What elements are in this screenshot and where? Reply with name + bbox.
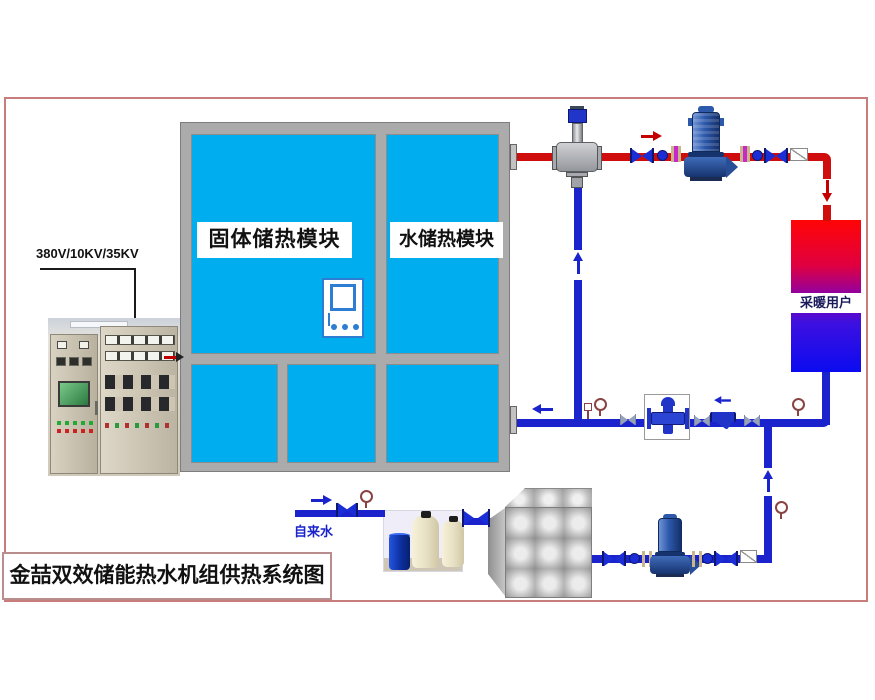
- indicator-row: [57, 429, 95, 433]
- meter-icon: [69, 357, 79, 366]
- butterfly-valve-icon: [462, 509, 490, 527]
- butterfly-valve-icon: [630, 148, 654, 163]
- module-controller: [322, 278, 364, 338]
- pump-motor: [658, 518, 682, 552]
- meter-row: [105, 335, 175, 345]
- cabinet-connection-line: [164, 356, 176, 359]
- module-panel-lower-right: [386, 364, 499, 463]
- flow-arrow-right-icon: [311, 495, 332, 506]
- meter-icon: [57, 341, 67, 349]
- butterfly-valve-icon: [764, 148, 788, 163]
- shutoff-valve-icon: [744, 415, 760, 426]
- flow-arrow-up-icon: [573, 252, 584, 274]
- heat-user-label: 采暖用户: [791, 293, 861, 313]
- softener-tank: [442, 520, 464, 567]
- indicator-row: [57, 421, 95, 425]
- module-panel-lower-left-1: [191, 364, 278, 463]
- indicator-row: [105, 423, 175, 428]
- soft-joint-icon: [752, 150, 763, 161]
- hot-supply-pipe-h: [517, 153, 823, 161]
- hmi-screen: [58, 381, 90, 407]
- power-supply-line-v: [134, 268, 136, 320]
- valve-actuator: [568, 109, 587, 123]
- controller-button: [331, 324, 337, 330]
- meter-icon: [82, 357, 92, 366]
- three-way-control-valve-icon: [552, 106, 602, 188]
- module-panel-lower-left-2: [287, 364, 376, 463]
- cabinet-handle: [95, 401, 98, 415]
- controller-button: [342, 324, 348, 330]
- flow-arrow-down-icon: [822, 180, 833, 202]
- relief-valve-icon: [644, 394, 690, 440]
- water-softener: [383, 510, 464, 572]
- softener-tank: [412, 515, 439, 568]
- relay-row: [105, 397, 175, 411]
- pressure-gauge-icon: [360, 490, 373, 508]
- cabinet-right-panel: [100, 326, 178, 474]
- power-supply-label: 380V/10KV/35KV: [36, 246, 139, 261]
- pressure-gauge-icon: [792, 398, 805, 416]
- circulation-pump-icon: [680, 106, 740, 182]
- meter-icon: [56, 357, 66, 366]
- controller-button: [353, 324, 359, 330]
- pressure-gauge-icon: [775, 501, 788, 519]
- flow-arrow-up-icon: [763, 470, 774, 492]
- soft-joint-icon: [702, 553, 713, 564]
- flange-pair-icon: [692, 551, 702, 567]
- wall-flange-mid: [510, 406, 517, 434]
- flow-arrow-left-icon: [532, 404, 553, 415]
- water-heat-module-label: 水储热模块: [390, 222, 503, 258]
- soft-joint-icon: [629, 553, 640, 564]
- relay-row: [105, 375, 175, 389]
- wall-flange-top: [510, 144, 517, 170]
- control-cabinet: [48, 318, 180, 476]
- flow-arrow-left-icon: [714, 396, 731, 405]
- diagram-frame: [4, 97, 868, 602]
- y-strainer-icon: [710, 395, 742, 430]
- solid-heat-module-label: 固体储热模块: [197, 222, 352, 258]
- flange-pair-icon: [671, 146, 681, 162]
- cabinet-connection-arrow-icon: [176, 352, 184, 362]
- butterfly-valve-icon: [714, 551, 738, 566]
- soft-joint-icon: [657, 150, 668, 161]
- valve-bypass-pipe-v: [574, 186, 582, 427]
- heat-user-return-pipe-v: [822, 372, 830, 425]
- diagram-title: 金喆双效储能热水机组供热系统图: [9, 564, 325, 587]
- tank-front-face: [505, 507, 592, 598]
- cabinet-left-panel: [50, 334, 98, 474]
- pressure-gauge-icon: [594, 398, 607, 416]
- power-supply-line-h: [40, 268, 136, 270]
- controller-screen: [330, 284, 356, 311]
- butterfly-valve-icon: [602, 551, 626, 566]
- stainless-water-tank: [488, 488, 592, 598]
- check-valve-icon: [790, 148, 808, 161]
- butterfly-valve-icon: [336, 503, 358, 517]
- circulation-pump-icon: [648, 514, 702, 578]
- shutoff-valve-icon: [694, 415, 710, 426]
- check-valve-icon: [740, 550, 757, 563]
- meter-icon: [79, 341, 89, 349]
- title-block: 金喆双效储能热水机组供热系统图: [2, 552, 332, 600]
- sensor-icon: [584, 403, 592, 411]
- valve-body: [556, 142, 598, 172]
- flange-pair-icon: [740, 146, 750, 162]
- ceiling-light: [70, 321, 128, 328]
- tap-water-label: 自来水: [294, 524, 334, 539]
- flow-arrow-right-icon: [641, 131, 662, 142]
- shutoff-valve-icon: [620, 414, 636, 425]
- pump-body: [684, 157, 728, 177]
- pump-body: [650, 556, 690, 574]
- pump-motor: [692, 112, 720, 152]
